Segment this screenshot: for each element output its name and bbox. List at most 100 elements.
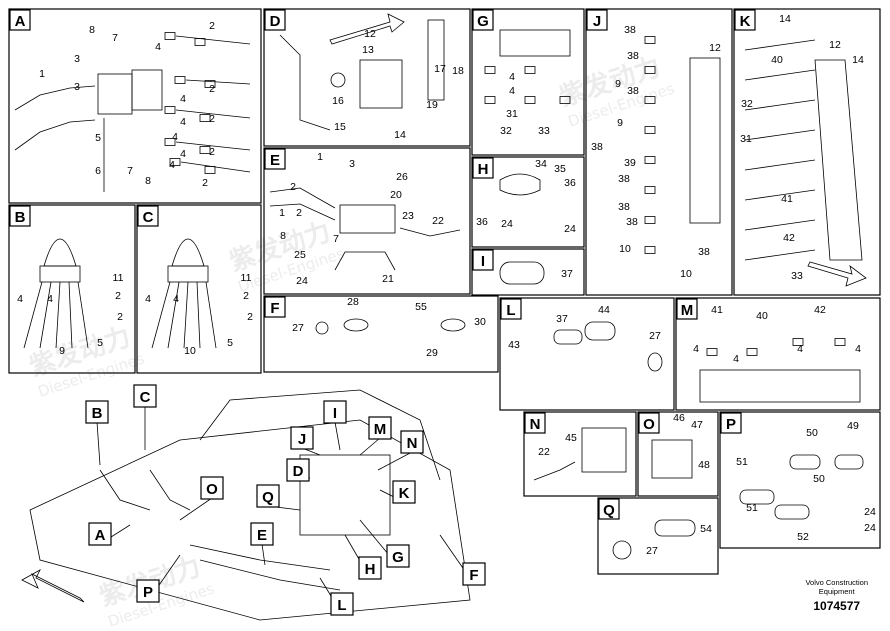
hose-a1 (14, 85, 96, 111)
panel-q-frame (597, 497, 719, 575)
callout-d-14: 14 (394, 129, 406, 141)
panel-k-tag (734, 9, 756, 31)
callout-e-21: 21 (382, 273, 394, 285)
panel-q-tag (598, 498, 620, 520)
fitting (484, 66, 496, 74)
callout-o-46: 46 (673, 412, 685, 424)
panel-i-frame (471, 248, 585, 296)
panel-f-frame (263, 295, 499, 373)
callout-p-49: 49 (847, 420, 859, 432)
callout-k-40: 40 (771, 54, 783, 66)
panel-g-tag (472, 9, 494, 31)
fitting (164, 138, 176, 146)
overview-leader (334, 421, 341, 451)
panel-a-tag (9, 9, 31, 31)
panel-p-frame (719, 411, 881, 549)
hose (185, 79, 251, 85)
callout-g-32: 32 (500, 125, 512, 137)
callout-e-1: 1 (317, 151, 323, 163)
callout-a-7: 7 (127, 165, 133, 177)
callout-n-22: 22 (538, 446, 550, 458)
fitting (644, 216, 656, 224)
callout-o-47: 47 (691, 419, 703, 431)
direction-arrow-d (329, 13, 405, 45)
callout-p-50: 50 (813, 473, 825, 485)
callout-b-5: 5 (97, 337, 103, 349)
grommet-f2 (440, 318, 466, 332)
callout-p-51: 51 (736, 456, 748, 468)
callout-m-4: 4 (733, 353, 739, 365)
panel-h-frame (471, 156, 585, 248)
panel-n-tag (524, 412, 546, 434)
grommet-p (789, 454, 821, 470)
hose (744, 69, 816, 81)
overview-label-e: E (257, 527, 267, 544)
callout-h-34: 34 (535, 158, 547, 170)
overview-label-box-c (133, 384, 157, 408)
panel-j-label: J (593, 13, 601, 30)
panel-f-label: F (270, 300, 279, 317)
fitting (644, 126, 656, 134)
connector-boot-b (43, 238, 77, 267)
callout-g-33: 33 (538, 125, 550, 137)
callout-e-2: 2 (296, 207, 302, 219)
overview-label-box-h (358, 556, 382, 580)
overview-label-box-e (250, 522, 274, 546)
overview-label-k: K (399, 485, 410, 502)
overview-label-i: I (333, 405, 337, 422)
overview-label-box-a (88, 522, 112, 546)
fitting (204, 80, 216, 88)
callout-j-9: 9 (615, 78, 621, 90)
callout-k-31: 31 (740, 133, 752, 145)
overview-label-m: M (374, 421, 387, 438)
overview-leader (359, 437, 381, 456)
fitting (164, 106, 176, 114)
hose (269, 187, 336, 209)
connector-plug-c (167, 265, 209, 283)
callout-k-12: 12 (829, 39, 841, 51)
grommet-p (834, 454, 864, 470)
callout-j-12: 12 (709, 42, 721, 54)
callout-k-33: 33 (791, 270, 803, 282)
grommet-l (553, 329, 583, 345)
wire-c (196, 281, 201, 349)
overview-label-l: L (337, 597, 346, 614)
overview-label-j: J (298, 431, 306, 448)
washer-f (315, 321, 329, 335)
machine-upper-frame (199, 389, 441, 481)
valve-block-d (359, 59, 403, 109)
manifold-block-e (339, 204, 396, 234)
callout-c-4: 4 (173, 293, 179, 305)
overview-label-c: C (140, 389, 151, 406)
callout-a-2: 2 (209, 83, 215, 95)
callout-f-29: 29 (426, 347, 438, 359)
callout-j-38: 38 (624, 24, 636, 36)
callout-g-4: 4 (509, 85, 515, 97)
callout-a-4: 4 (180, 148, 186, 160)
callout-a-2: 2 (202, 177, 208, 189)
overview-label-p: P (143, 584, 153, 601)
panel-o-tag (638, 412, 660, 434)
panel-h-tag (472, 157, 494, 179)
callout-q-27: 27 (646, 545, 658, 557)
plate-d (427, 19, 445, 101)
callout-j-38: 38 (618, 201, 630, 213)
fitting (174, 76, 186, 84)
callout-j-9: 9 (617, 117, 623, 129)
grommet-p (774, 504, 810, 520)
panel-c-label: C (143, 209, 154, 226)
callout-b-2: 2 (115, 290, 121, 302)
callout-l-37: 37 (556, 313, 568, 325)
callout-d-13: 13 (362, 44, 374, 56)
fitting (834, 338, 846, 346)
fitting (644, 246, 656, 254)
overview-label-h: H (365, 561, 376, 578)
callout-c-2: 2 (243, 290, 249, 302)
panel-l-tag (500, 298, 522, 320)
callout-j-38: 38 (627, 50, 639, 62)
hose (744, 219, 816, 231)
callout-j-38: 38 (698, 246, 710, 258)
overview-label-box-n (400, 430, 424, 454)
panel-d-tag (264, 9, 286, 31)
overview-label-box-i (323, 400, 347, 424)
